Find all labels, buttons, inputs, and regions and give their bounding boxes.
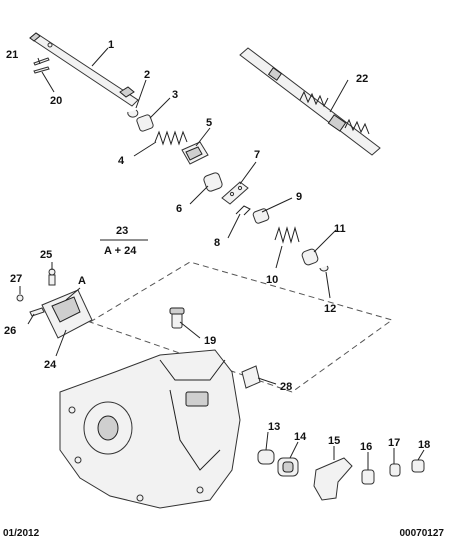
part-bush-3 — [136, 114, 154, 132]
part-bracket-9 — [252, 208, 270, 224]
part-fork-5 — [181, 141, 209, 165]
callout-18: 18 — [418, 439, 430, 451]
callout-9: 9 — [296, 191, 302, 203]
part-seal-13 — [257, 449, 275, 465]
callout-21: 21 — [6, 49, 18, 61]
part-circlip-12 — [319, 265, 329, 272]
callout-17: 17 — [388, 437, 400, 449]
part-pins — [33, 57, 50, 74]
callout-26: 26 — [4, 325, 16, 337]
part-cap-17 — [389, 463, 401, 477]
callout-4: 4 — [118, 155, 125, 167]
part-bush-11 — [301, 248, 319, 266]
callout-14: 14 — [294, 431, 307, 443]
callout-23: 23 — [116, 225, 128, 237]
callout-15: 15 — [328, 435, 340, 447]
callout-19: 19 — [204, 335, 216, 347]
callout-10: 10 — [266, 274, 278, 286]
callout-A: A — [78, 275, 86, 287]
callout-24: 24 — [44, 359, 57, 371]
footer-reference: 00070127 — [399, 528, 445, 539]
callout-3: 3 — [172, 89, 178, 101]
callout-16: 16 — [360, 441, 372, 453]
callout-25: 25 — [40, 249, 52, 261]
part-plate-7 — [221, 181, 249, 205]
part-collar-6 — [203, 172, 223, 192]
callout-7: 7 — [254, 149, 260, 161]
part-gearbox-housing — [59, 349, 241, 509]
part-selector-shaft — [29, 32, 139, 107]
callout-11: 11 — [334, 223, 346, 235]
part-spring-10 — [274, 226, 300, 244]
callout-12: 12 — [324, 303, 336, 315]
footer-date: 01/2012 — [3, 528, 40, 539]
part-plug-16 — [361, 469, 375, 485]
kit-formula: A + 24 — [104, 245, 137, 257]
callout-2: 2 — [144, 69, 150, 81]
callout-20: 20 — [50, 95, 62, 107]
part-bearing-14 — [277, 457, 299, 477]
callout-8: 8 — [214, 237, 220, 249]
part-sensor-19 — [169, 307, 185, 329]
callout-5: 5 — [206, 117, 212, 129]
part-bracket-28 — [241, 365, 261, 389]
part-circlip-2 — [127, 109, 139, 118]
callout-27: 27 — [10, 273, 22, 285]
part-lever-15 — [313, 457, 353, 501]
callout-13: 13 — [268, 421, 280, 433]
leader-lines — [19, 47, 425, 470]
part-spring-4 — [154, 130, 188, 146]
callout-6: 6 — [176, 203, 182, 215]
part-clip-8 — [235, 205, 251, 216]
callout-1: 1 — [108, 39, 114, 51]
callout-28: 28 — [280, 381, 292, 393]
part-selector-assembly — [239, 47, 381, 156]
callout-22: 22 — [356, 73, 368, 85]
part-cap-18 — [411, 459, 425, 473]
